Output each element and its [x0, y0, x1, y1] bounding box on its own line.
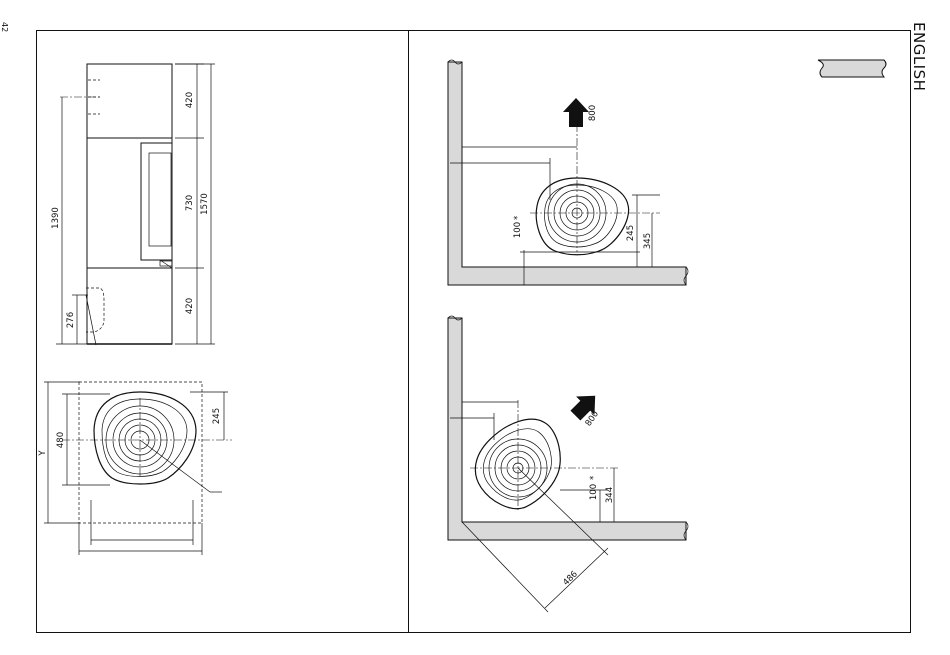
dim-wall-floor-clearance: 100: [513, 222, 523, 238]
dim-wall-top-clearance: 800: [588, 105, 598, 121]
arrow-up-icon: [563, 98, 589, 127]
corner-installation: 800 100 * 344 486: [448, 316, 688, 612]
dim-y: Y: [38, 450, 48, 457]
svg-text:*: *: [589, 476, 599, 480]
dim-corner-diagonal: 486: [561, 569, 580, 588]
plan-view: Y 480 245: [38, 382, 232, 555]
door-frame: [141, 143, 172, 260]
wall-material-legend: [818, 60, 886, 77]
dim-depth: 480: [56, 432, 66, 448]
dim-corner-floor-clearance: 100: [589, 484, 599, 500]
dim-wall-offset: 245: [626, 225, 636, 241]
svg-text:*: *: [513, 216, 523, 220]
stove-top-module: [87, 64, 172, 138]
dim-wall-center-distance: 345: [643, 233, 653, 249]
dim-flue-outlet-height: 1390: [51, 207, 61, 229]
stove-bottom-module: [87, 268, 172, 344]
wall-installation: 800 100 * 245 345: [448, 60, 688, 285]
stove-corner-plan: [461, 403, 581, 523]
dim-total-height: 1570: [200, 193, 210, 215]
corner-wall-section: [448, 318, 686, 540]
dim-bottom-module: 420: [185, 298, 195, 314]
stove-middle-module: [87, 138, 172, 268]
side-view: 420 730 420 1570 1390 276: [51, 64, 215, 345]
dim-corner-center-distance: 344: [605, 487, 615, 503]
door-glass: [149, 153, 171, 246]
dim-air-inlet-height: 276: [66, 312, 76, 328]
dim-center-offset: 245: [212, 408, 222, 424]
dim-top-module: 420: [185, 92, 195, 108]
dim-middle-module: 730: [185, 195, 195, 211]
